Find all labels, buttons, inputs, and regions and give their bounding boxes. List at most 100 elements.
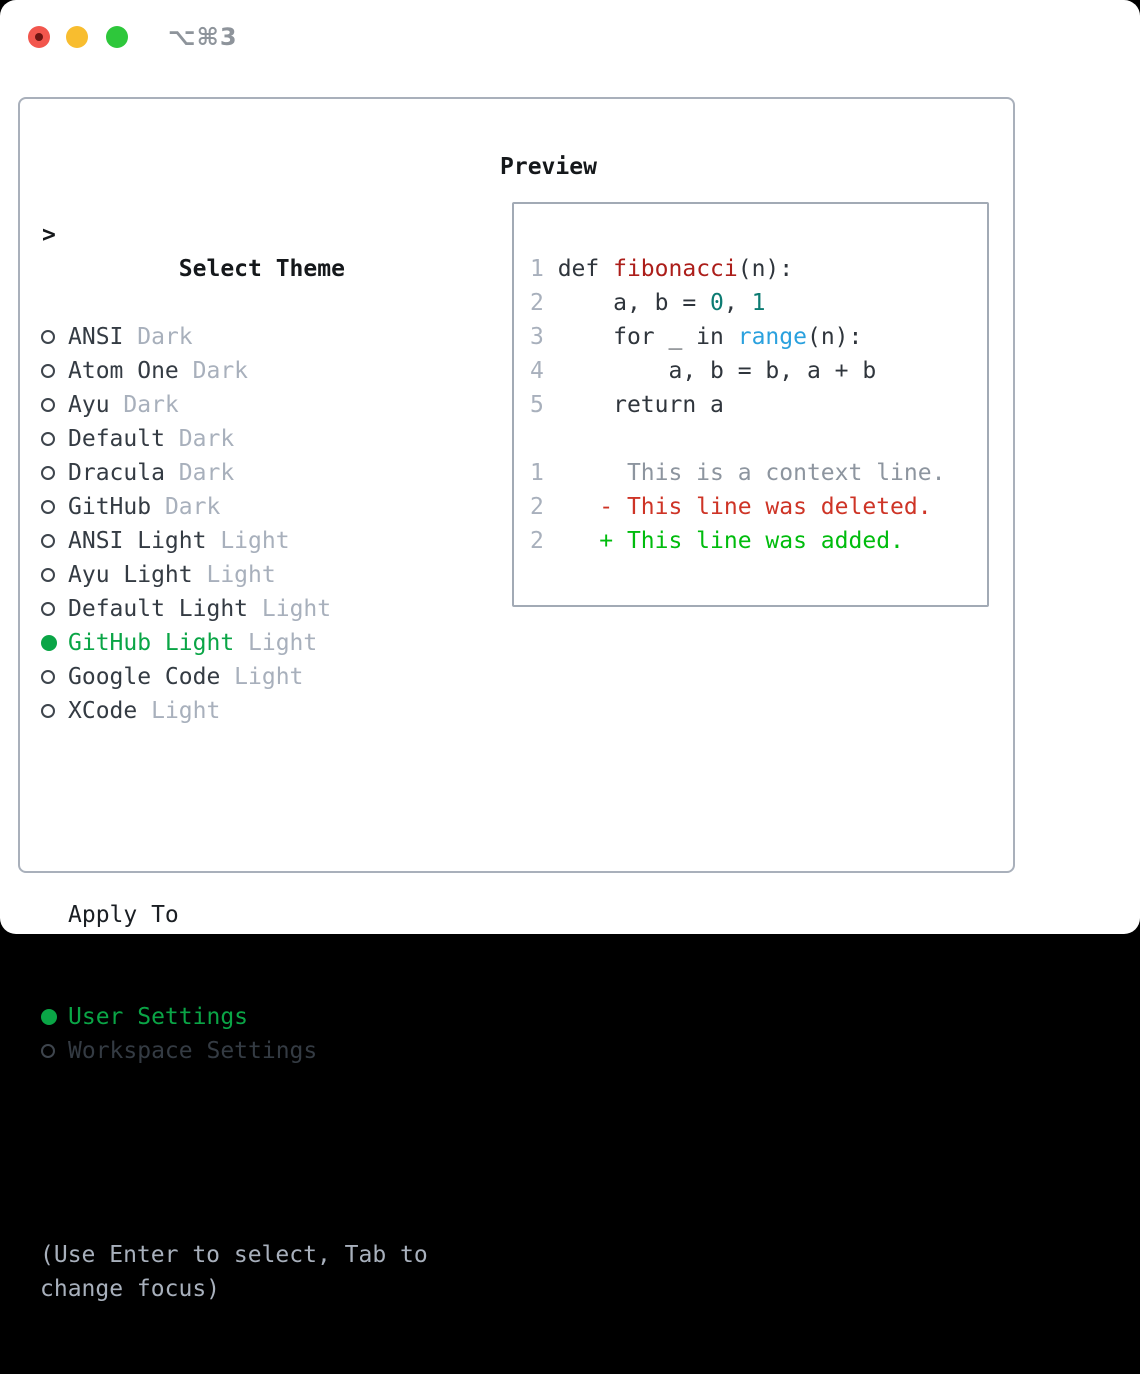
code-segment-main: def — [544, 256, 613, 282]
theme-item-label: Default Light — [68, 596, 262, 622]
line-number: 2 — [530, 290, 544, 316]
code-segment-numlit: 1 — [752, 290, 766, 316]
prompt-icon: > — [42, 218, 56, 252]
theme-variant-tag: Light — [220, 528, 289, 554]
theme-variant-tag: Dark — [123, 392, 178, 418]
radio-icon — [41, 568, 55, 582]
theme-item-ayu[interactable]: Ayu Dark — [40, 388, 490, 422]
line-number: 4 — [530, 358, 544, 384]
radio-icon — [41, 330, 55, 344]
spacer — [40, 1136, 490, 1170]
radio-icon — [41, 670, 55, 684]
theme-variant-tag: Light — [206, 562, 275, 588]
code-segment-add: + This line was added. — [544, 528, 904, 554]
code-segment-numlit: 0 — [710, 290, 724, 316]
theme-item-label: GitHub Light — [68, 630, 248, 656]
radio-icon — [41, 1044, 55, 1058]
theme-item-label: ANSI Light — [68, 528, 220, 554]
theme-item-label: GitHub — [68, 494, 165, 520]
theme-item-xcode[interactable]: XCode Light — [40, 694, 490, 728]
code-line: 1 This is a context line. — [530, 456, 977, 490]
code-segment-main: (n): — [738, 256, 793, 282]
titlebar: ⌥⌘3 — [0, 0, 1140, 72]
theme-list-header-row: >Select Theme — [40, 218, 490, 252]
theme-item-default[interactable]: Default Dark — [40, 422, 490, 456]
line-number: 2 — [530, 494, 544, 520]
code-segment-ctx: This is a context line. — [544, 460, 946, 486]
radio-icon — [41, 398, 55, 412]
theme-item-google-code[interactable]: Google Code Light — [40, 660, 490, 694]
apply-to-header: Apply To — [40, 898, 490, 932]
keyboard-hint: (Use Enter to select, Tab to change focu… — [40, 1238, 475, 1306]
line-number: 5 — [530, 392, 544, 418]
line-number: 3 — [530, 324, 544, 350]
radio-icon — [41, 602, 55, 616]
theme-item-label: ANSI — [68, 324, 137, 350]
theme-variant-tag: Light — [234, 664, 303, 690]
radio-icon — [41, 364, 55, 378]
radio-icon — [41, 432, 55, 446]
theme-list-header: Select Theme — [179, 256, 345, 282]
theme-item-label: Ayu — [68, 392, 123, 418]
theme-variant-tag: Dark — [193, 358, 248, 384]
apply-option-workspace-settings[interactable]: Workspace Settings — [40, 1034, 490, 1068]
theme-item-label: Dracula — [68, 460, 179, 486]
theme-variant-tag: Dark — [179, 460, 234, 486]
theme-variant-tag: Light — [262, 596, 331, 622]
theme-variant-tag: Dark — [165, 494, 220, 520]
apply-option-label: Workspace Settings — [68, 1038, 317, 1064]
theme-item-ansi-light[interactable]: ANSI Light Light — [40, 524, 490, 558]
close-button[interactable] — [28, 26, 50, 48]
theme-item-label: Google Code — [68, 664, 234, 690]
line-number: 1 — [530, 460, 544, 486]
radio-selected-icon — [41, 1009, 57, 1025]
theme-item-label: XCode — [68, 698, 151, 724]
apply-option-label: User Settings — [68, 1004, 248, 1030]
code-segment-main: (n): — [807, 324, 862, 350]
theme-item-dracula[interactable]: Dracula Dark — [40, 456, 490, 490]
code-line: 4 a, b = b, a + b — [530, 354, 977, 388]
code-segment-func: fibonacci — [613, 256, 738, 282]
radio-icon — [41, 534, 55, 548]
radio-icon — [41, 500, 55, 514]
theme-item-label: Atom One — [68, 358, 193, 384]
radio-icon — [41, 466, 55, 480]
code-segment-builtin: range — [738, 324, 807, 350]
code-line: 2 a, b = 0, 1 — [530, 286, 977, 320]
theme-variant-tag: Dark — [179, 426, 234, 452]
theme-item-github[interactable]: GitHub Dark — [40, 490, 490, 524]
code-segment-main: a, b = — [544, 290, 710, 316]
window-title: ⌥⌘3 — [168, 23, 238, 51]
line-number: 1 — [530, 256, 544, 282]
code-line: 2 - This line was deleted. — [530, 490, 977, 524]
spacer — [40, 796, 490, 830]
theme-item-ayu-light[interactable]: Ayu Light Light — [40, 558, 490, 592]
minimize-button[interactable] — [66, 26, 88, 48]
theme-variant-tag: Light — [248, 630, 317, 656]
code-segment-main: return a — [544, 392, 724, 418]
code-segment-main: a, b = b, a + b — [544, 358, 876, 384]
theme-item-atom-one[interactable]: Atom One Dark — [40, 354, 490, 388]
theme-item-label: Ayu Light — [68, 562, 206, 588]
theme-item-github-light[interactable]: GitHub Light Light — [40, 626, 490, 660]
apply-option-user-settings[interactable]: User Settings — [40, 1000, 490, 1034]
theme-item-label: Default — [68, 426, 179, 452]
theme-item-ansi[interactable]: ANSI Dark — [40, 320, 490, 354]
code-line: 2 + This line was added. — [530, 524, 977, 558]
theme-item-default-light[interactable]: Default Light Light — [40, 592, 490, 626]
preview-header: Preview — [500, 150, 597, 184]
theme-variant-tag: Dark — [137, 324, 192, 350]
line-number: 2 — [530, 528, 544, 554]
code-line: 1 def fibonacci(n): — [530, 252, 977, 286]
code-segment-del: - This line was deleted. — [544, 494, 932, 520]
radio-icon — [41, 704, 55, 718]
zoom-button[interactable] — [106, 26, 128, 48]
code-segment-main: , — [724, 290, 752, 316]
code-segment-main: for _ in — [544, 324, 738, 350]
